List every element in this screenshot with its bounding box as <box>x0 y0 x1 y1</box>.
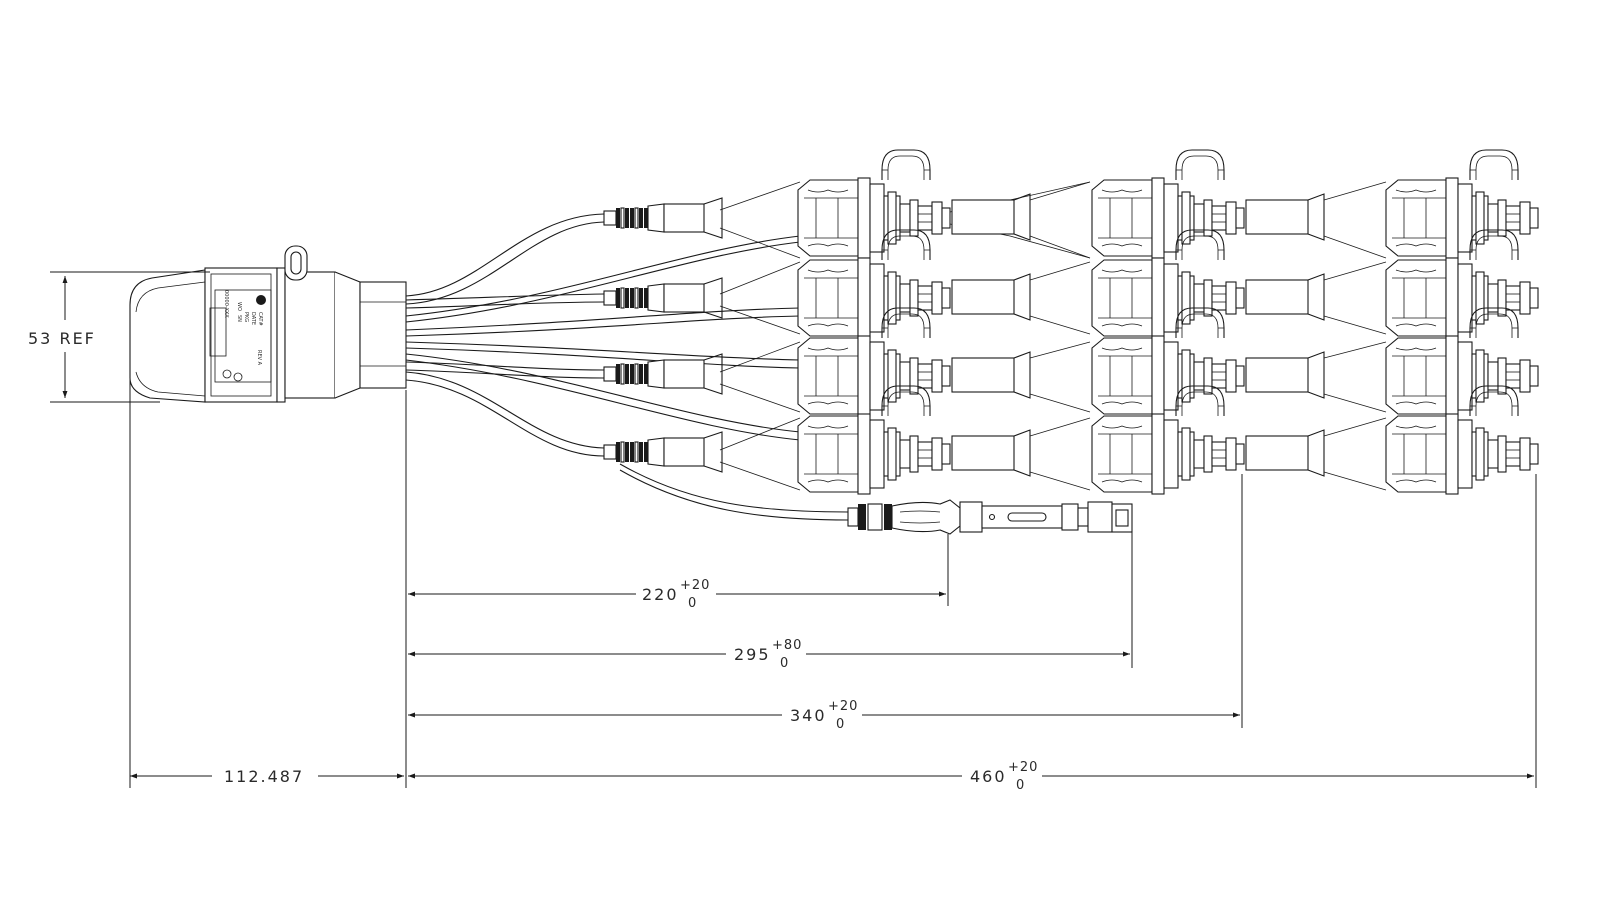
main-connector-housing: CAT# DATE PKG WO SN REV A 00000-XXX <box>129 245 407 403</box>
connector-label-plate: CAT# DATE PKG WO SN REV A 00000-XXX <box>209 289 272 383</box>
dim-340-plus: +20 <box>828 699 858 714</box>
dim-295-value: 295 <box>734 645 771 664</box>
connector-column-2 <box>1091 149 1245 495</box>
dim-220-plus: +20 <box>680 578 710 593</box>
dim-340-minus: 0 <box>836 717 845 732</box>
label-wo: WO <box>236 302 242 311</box>
dim-220-value: 220 <box>642 585 679 604</box>
connector-column-3 <box>1385 149 1539 495</box>
dim-220-minus: 0 <box>688 596 697 611</box>
dim-460-minus: 0 <box>1016 778 1025 793</box>
dimension-height: 53 REF <box>28 271 210 403</box>
dim-112-value: 112.487 <box>224 767 304 786</box>
height-dimension-label: 53 REF <box>28 329 96 348</box>
label-cat: CAT# <box>257 312 263 326</box>
single-fiber-connector <box>847 499 1133 535</box>
interconnect-cords-1 <box>949 181 1091 491</box>
ground-symbol-icon <box>222 369 232 379</box>
dim-460-value: 460 <box>970 767 1007 786</box>
dim-295-plus: +80 <box>772 638 802 653</box>
label-date: DATE <box>250 312 256 325</box>
breakout-connectors-stage-1 <box>603 197 723 473</box>
certification-mark-icon <box>233 372 243 382</box>
connector-column-1 <box>797 149 951 495</box>
cable-fanout <box>405 181 849 521</box>
dim-340-value: 340 <box>790 706 827 725</box>
label-sn: SN <box>236 315 242 322</box>
dimension-295: 295 +80 0 <box>408 638 1130 671</box>
dimension-220: 220 +20 0 <box>408 578 946 611</box>
dimension-housing-length: 112.487 <box>130 767 404 786</box>
interconnect-cords-2 <box>1245 181 1387 491</box>
dimension-460: 460 +20 0 <box>408 760 1534 793</box>
extension-lines <box>129 378 1537 788</box>
label-part-number: 00000-XXX <box>223 290 229 318</box>
dim-295-minus: 0 <box>780 656 789 671</box>
label-rev: REV A <box>256 350 262 366</box>
dim-460-plus: +20 <box>1008 760 1038 775</box>
dimension-340: 340 +20 0 <box>408 699 1240 732</box>
label-pkg: PKG <box>243 312 249 322</box>
